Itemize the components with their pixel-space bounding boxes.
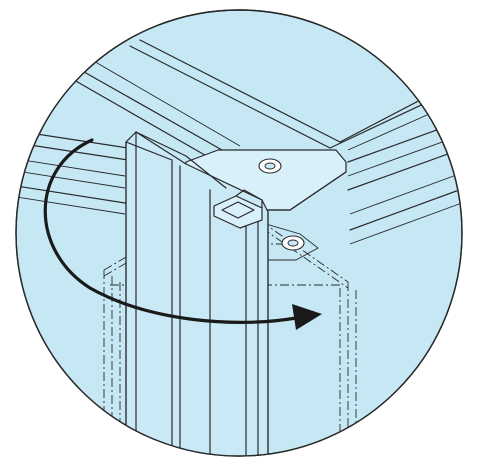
right-profile-rail (347, 117, 462, 245)
hinge-tab (213, 189, 263, 229)
rear-profile-rail (59, 39, 462, 159)
curved-arrow-icon (43, 138, 322, 330)
